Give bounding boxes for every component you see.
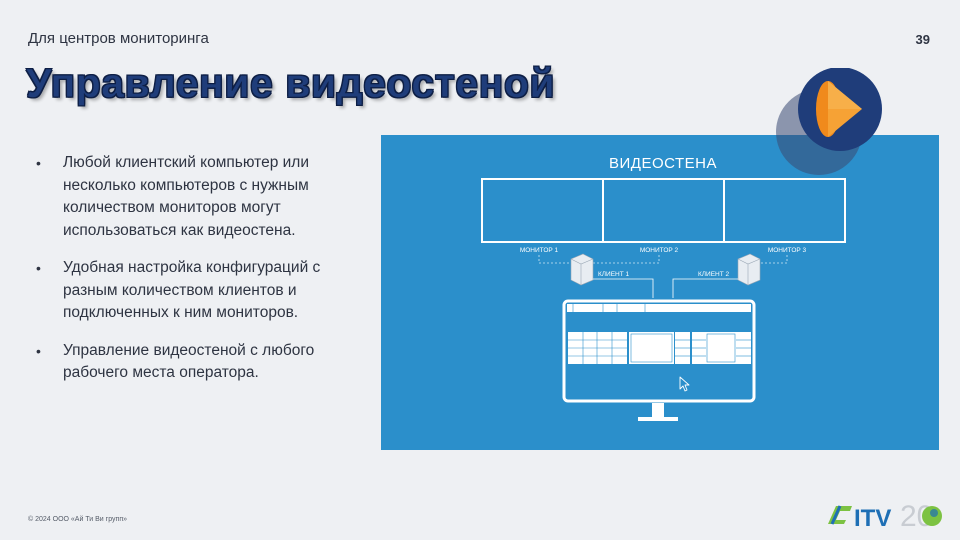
- logo-text: ITV: [854, 505, 891, 532]
- monitor-label: МОНИТОР 3: [768, 247, 807, 254]
- itv-logo-mark: [828, 505, 852, 525]
- bullet-marker: •: [36, 260, 41, 276]
- bullet-marker: •: [36, 155, 41, 171]
- wall-monitor-1: [481, 178, 604, 243]
- client-lines: [593, 278, 738, 298]
- monitor-label: МОНИТОР 1: [520, 247, 559, 254]
- videowall-monitors: [481, 178, 846, 243]
- cursor-icon: [679, 376, 690, 392]
- client-label: КЛИЕНТ 2: [698, 271, 730, 278]
- section-subtitle: Для центров мониторинга: [28, 30, 209, 47]
- videowall-diagram: ВИДЕОСТЕНА МОНИТОР 1 МОНИТОР 2 МОНИТОР 3: [381, 135, 939, 450]
- monitor-label: МОНИТОР 2: [640, 247, 679, 254]
- bullet-item: • Любой клиентский компьютер или несколь…: [36, 152, 356, 242]
- bullet-item: • Управление видеостеной с любого рабоче…: [36, 340, 356, 385]
- videowall-diagram-graphic: ВИДЕОСТЕНА МОНИТОР 1 МОНИТОР 2 МОНИТОР 3: [481, 155, 846, 421]
- page-number: 39: [915, 32, 930, 47]
- itv-logo: ITV 20: [822, 494, 950, 534]
- wall-monitor-2: [602, 178, 725, 243]
- wall-monitor-3: [723, 178, 846, 243]
- bullet-item: • Удобная настройка конфигураций с разны…: [36, 257, 356, 325]
- client-label: КЛИЕНТ 1: [598, 271, 630, 278]
- bullet-text: Удобная настройка конфигураций с разным …: [63, 259, 321, 321]
- operator-monitor: [562, 299, 756, 421]
- play-logo-icon: [776, 67, 886, 178]
- connection-lines: [538, 255, 788, 264]
- bullet-list: • Любой клиентский компьютер или несколь…: [36, 152, 356, 400]
- server-icon: [570, 253, 594, 286]
- server-icon: [737, 253, 761, 286]
- bullet-text: Любой клиентский компьютер или несколько…: [63, 154, 309, 239]
- copyright-text: © 2024 ООО «Ай Ти Ви групп»: [28, 516, 128, 523]
- diagram-heading: ВИДЕОСТЕНА: [609, 155, 717, 172]
- bullet-text: Управление видеостеной с любого рабочего…: [63, 341, 315, 382]
- bullet-marker: •: [36, 342, 41, 359]
- slide-title: Управление видеостеной: [26, 60, 556, 107]
